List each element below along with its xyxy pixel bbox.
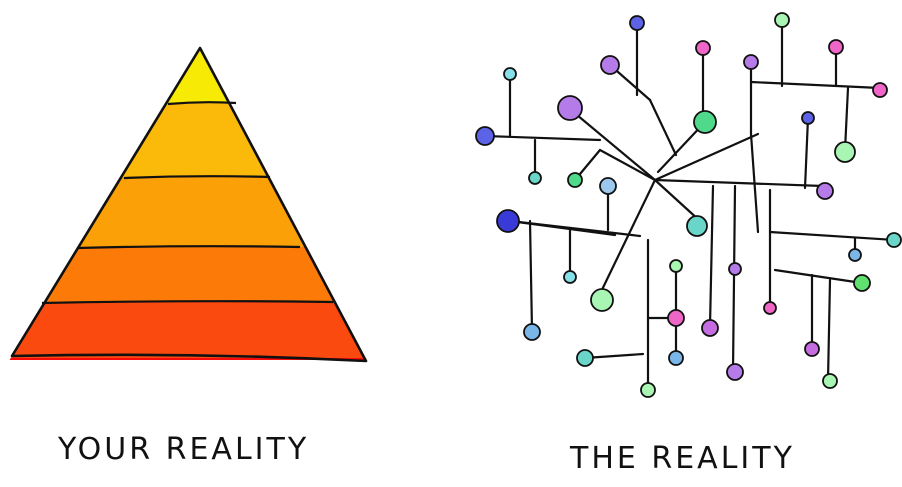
network-link-30 bbox=[773, 268, 864, 285]
caption-your-reality: YOUR REALITY bbox=[58, 432, 310, 467]
network-link-23 bbox=[843, 86, 850, 152]
pyramid-outline bbox=[10, 46, 368, 363]
network-node-17 bbox=[816, 182, 834, 200]
network-node-33 bbox=[668, 350, 684, 366]
network-link-2 bbox=[653, 178, 825, 188]
caption-the-reality: THE REALITY bbox=[570, 441, 795, 476]
network-link-32 bbox=[731, 184, 737, 374]
network-link-8 bbox=[483, 134, 602, 142]
network-node-19 bbox=[496, 209, 520, 233]
network-node-22 bbox=[728, 262, 742, 276]
network-link-4 bbox=[653, 178, 702, 223]
network-node-7 bbox=[503, 67, 517, 81]
network-link-26 bbox=[528, 219, 534, 332]
network-node-35 bbox=[822, 373, 838, 389]
network-node-3 bbox=[774, 12, 790, 28]
network-link-24 bbox=[508, 219, 642, 238]
network-node-21 bbox=[848, 248, 862, 262]
network-nodes bbox=[475, 12, 902, 398]
network-node-2 bbox=[695, 40, 711, 56]
network-node-9 bbox=[557, 95, 583, 121]
pyramid-layer-3 bbox=[78, 177, 306, 247]
network-link-7 bbox=[598, 148, 657, 182]
network-link-5 bbox=[596, 178, 657, 300]
network-node-10 bbox=[693, 110, 717, 134]
hierarchy-pyramid bbox=[9, 46, 368, 363]
network-node-26 bbox=[590, 288, 614, 312]
network-node-28 bbox=[667, 309, 685, 327]
network-link-21 bbox=[749, 132, 760, 234]
pyramid-layer-4 bbox=[44, 247, 335, 302]
pyramid-layer-5 bbox=[10, 302, 365, 358]
network-node-25 bbox=[853, 274, 871, 292]
network-link-22 bbox=[803, 116, 810, 190]
network-node-32 bbox=[576, 349, 594, 367]
network-node-27 bbox=[763, 301, 777, 315]
network-link-28 bbox=[768, 230, 897, 242]
network-link-36 bbox=[826, 278, 832, 382]
network-node-36 bbox=[640, 382, 656, 398]
network-node-6 bbox=[600, 55, 620, 75]
network-link-14 bbox=[648, 98, 678, 157]
pyramid-divider-2 bbox=[123, 175, 271, 180]
network-node-8 bbox=[872, 82, 888, 98]
network-node-18 bbox=[686, 215, 708, 237]
pyramid-divider-3 bbox=[77, 245, 301, 250]
pyramid-layer-2 bbox=[121, 103, 269, 177]
network-link-33 bbox=[708, 184, 715, 328]
network-node-23 bbox=[669, 259, 683, 273]
network-link-18 bbox=[749, 80, 882, 90]
network-node-34 bbox=[726, 363, 744, 381]
network-node-4 bbox=[828, 39, 844, 55]
network-node-24 bbox=[563, 270, 577, 284]
network-node-12 bbox=[475, 126, 495, 146]
network-link-3 bbox=[563, 103, 657, 182]
pyramid-divider-4 bbox=[41, 300, 334, 305]
network-node-13 bbox=[834, 141, 856, 163]
network-node-11 bbox=[801, 111, 815, 125]
network-node-29 bbox=[701, 319, 719, 337]
network-node-15 bbox=[567, 172, 583, 188]
network-node-30 bbox=[523, 323, 541, 341]
network-link-37 bbox=[583, 352, 645, 360]
network-node-31 bbox=[804, 341, 820, 357]
network-node-1 bbox=[629, 15, 645, 31]
network-links bbox=[483, 18, 897, 392]
network-node-20 bbox=[886, 232, 902, 248]
pyramid-layer-1 bbox=[166, 48, 230, 103]
network-node-5 bbox=[743, 54, 759, 70]
tangled-network bbox=[475, 12, 902, 398]
network-node-14 bbox=[528, 171, 542, 185]
network-node-16 bbox=[599, 177, 617, 195]
network-link-1 bbox=[653, 132, 760, 182]
